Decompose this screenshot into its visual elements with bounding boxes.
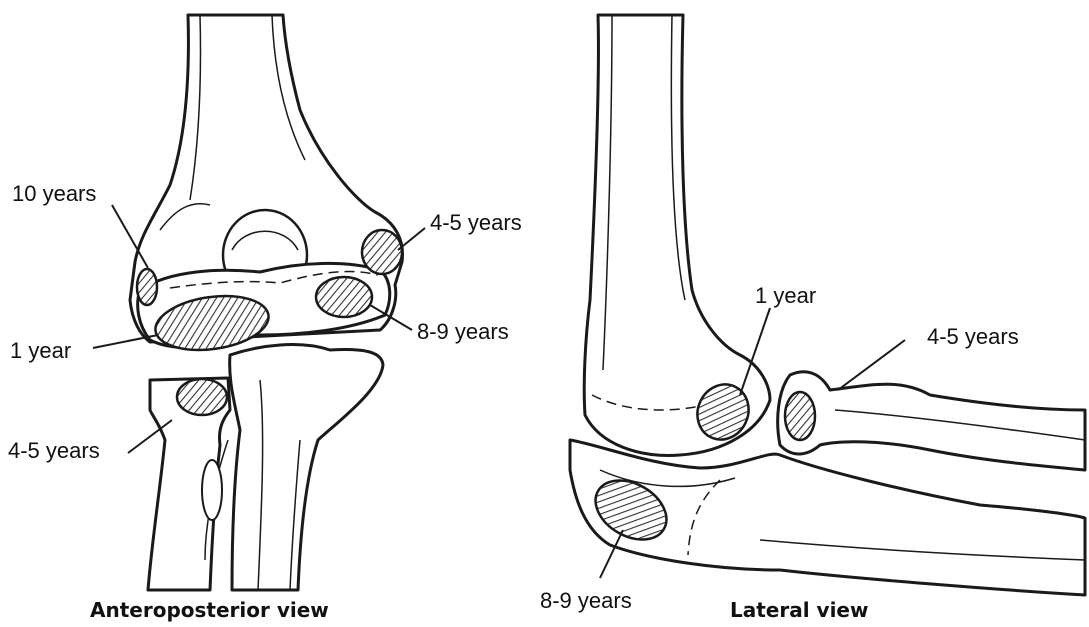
anteroposterior-drawing (93, 15, 425, 590)
label-lat-4-5-years: 4-5 years (927, 326, 1019, 348)
label-lat-1-year: 1 year (755, 285, 816, 307)
caption-lateral-view: Lateral view (730, 600, 868, 620)
label-ap-4-5-years-lateral-epicondyle: 4-5 years (430, 212, 522, 234)
ap-trochlea-center (316, 277, 372, 317)
caption-anteroposterior-view: Anteroposterior view (90, 600, 329, 620)
label-ap-1-year: 1 year (10, 340, 71, 362)
ap-ulna (230, 345, 383, 590)
label-lat-8-9-years: 8-9 years (540, 590, 632, 612)
lat-radius (778, 372, 1085, 470)
label-ap-4-5-years-radial-head: 4-5 years (8, 440, 100, 462)
ap-radial-head-center (177, 379, 227, 415)
label-ap-8-9-years: 8-9 years (417, 321, 509, 343)
lateral-drawing (570, 15, 1085, 595)
ap-lateral-epicondyle-center (362, 230, 402, 274)
lat-radial-head-center (785, 392, 815, 440)
label-ap-10-years: 10 years (12, 183, 96, 205)
ap-medial-epicondyle-center (137, 269, 157, 305)
